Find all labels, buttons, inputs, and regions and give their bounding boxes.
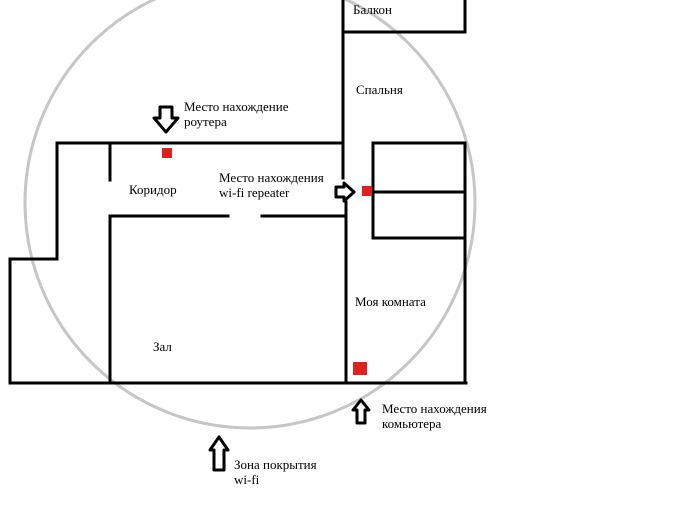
arrow-up-icon [208,435,230,472]
room-label-hall: Зал [153,339,172,354]
router-annotation-line1: Место нахождение [184,99,289,114]
room-label-my-room: Моя комната [355,294,426,309]
walls [8,0,468,385]
router-annotation-line2: роутера [184,114,227,129]
room-label-corridor: Коридор [129,182,177,197]
room-label-bedroom: Спальня [356,82,403,97]
router-marker [162,148,172,158]
router-annotation: Место нахождение роутера [184,99,288,129]
coverage-annotation-line1: Зона покрытия [234,457,317,472]
arrow-up-icon [351,398,371,425]
computer-annotation-line2: комьютера [382,416,442,431]
repeater-marker [362,186,372,196]
computer-marker [353,362,367,375]
coverage-annotation: Зона покрытия wi-fi [234,457,317,487]
wifi-coverage-circle [23,0,477,430]
repeater-annotation: Место нахождения wi-fi repeater [219,170,324,200]
arrow-down-icon [152,105,180,134]
coverage-annotation-line2: wi-fi [234,472,260,487]
arrow-right-icon [334,181,356,203]
repeater-annotation-line1: Место нахождения [219,170,324,185]
computer-annotation: Место нахождения комьютера [382,401,487,431]
computer-annotation-line1: Место нахождения [382,401,487,416]
room-label-balcony: Балкон [353,2,392,17]
repeater-annotation-line2: wi-fi repeater [219,185,290,200]
